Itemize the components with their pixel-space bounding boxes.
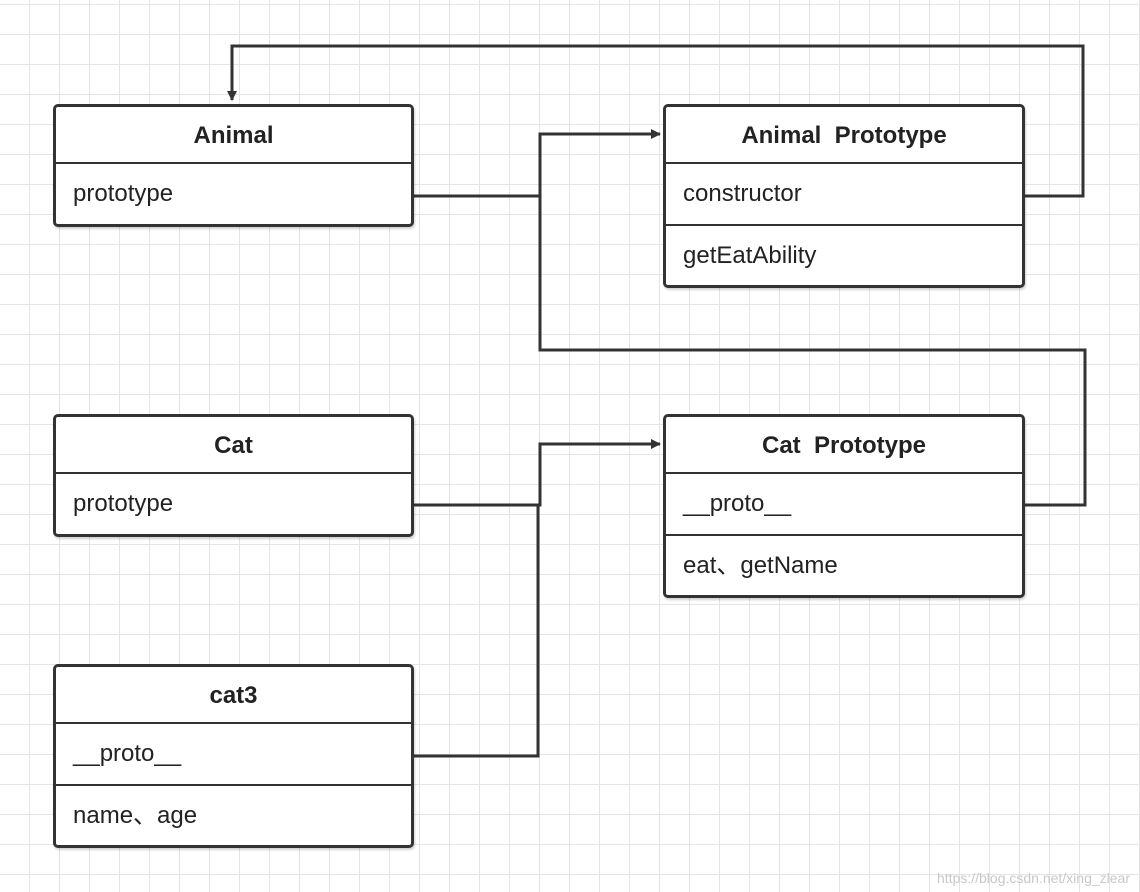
cat3-title: cat3 xyxy=(56,667,411,724)
cat3-properties-field: name、age xyxy=(56,784,411,844)
cat-title: Cat xyxy=(56,417,411,474)
animal-prototype-constructor-field: constructor xyxy=(683,180,802,207)
animal-title: Animal xyxy=(56,107,411,164)
animal-prototype-field: prototype xyxy=(73,180,174,207)
animal-prototype-geteatability-field: getEatAbility xyxy=(666,224,1022,284)
animal-prototype-title: Animal Prototype xyxy=(666,107,1022,164)
animal-prototype-box: Animal Prototype constructor getEatAbili… xyxy=(663,104,1025,288)
cat-prototype-methods-field: eat、getName xyxy=(666,534,1022,594)
arrow-cat-prototype-to-cat-prototype xyxy=(413,439,661,507)
cat-box: Cat prototype xyxy=(53,414,414,537)
cat-prototype-box: Cat Prototype __proto__ eat、getName xyxy=(663,414,1025,598)
watermark-text: https://blog.csdn.net/xing_zlear xyxy=(936,870,1130,886)
animal-box: Animal prototype xyxy=(53,104,414,227)
cat3-proto-field: __proto__ xyxy=(73,740,182,767)
cat-prototype-title: Cat Prototype xyxy=(666,417,1022,474)
arrow-animal-prototype-to-animal-prototype xyxy=(413,129,661,198)
cat-prototype-field: prototype xyxy=(73,490,174,517)
cat3-box: cat3 __proto__ name、age xyxy=(53,664,414,848)
arrow-cat3-proto-to-cat-prototype xyxy=(413,505,540,758)
arrow-constructor-to-animal xyxy=(227,44,1085,198)
cat-prototype-proto-field: __proto__ xyxy=(683,490,792,517)
arrow-cat-prototype-proto-to-animal-prototype xyxy=(538,196,1087,507)
